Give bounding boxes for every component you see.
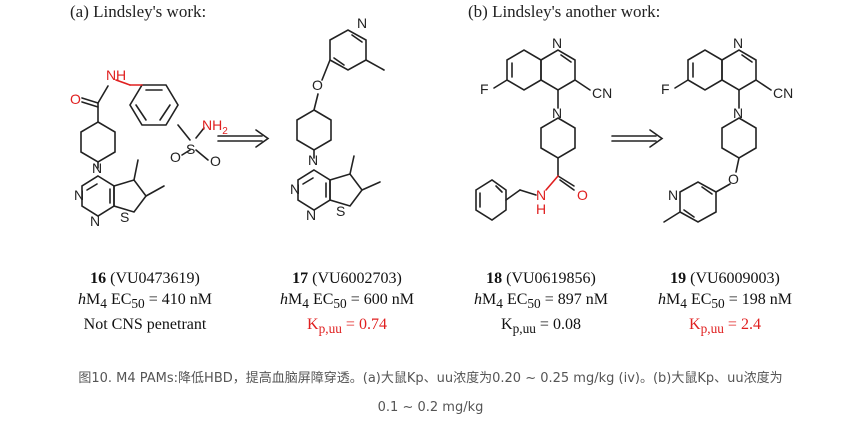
atom-pip-n-19: N (733, 105, 743, 121)
atom-f-19: F (661, 81, 670, 97)
panel-b-title: (b) Lindsley's another work: (468, 2, 661, 21)
structure-16 (80, 79, 209, 217)
atom-pip-n-17: N (308, 152, 318, 168)
structure-17 (296, 29, 385, 211)
structures-svg: N H O N S O O NH2 N N S O N N N N S F CN… (70, 15, 793, 229)
panel-a-title: (a) Lindsley's work: (70, 2, 207, 21)
atom-pyr-n2-17: N (306, 207, 316, 223)
atom-pyn-19: N (668, 187, 678, 203)
atom-so-2: O (210, 153, 221, 169)
atom-cn-19: CN (773, 85, 793, 101)
compound-17-label: 17 (VU6002703) hM4 EC50 = 600 nM Kp,uu =… (280, 270, 414, 337)
atom-n-18: N (536, 187, 546, 203)
figure-caption-line-1: 图10. M4 PAMs:降低HBD，提高血脑屏障穿透。(a)大鼠Kp、uu浓度… (78, 371, 783, 386)
arrow-b (611, 129, 664, 148)
atom-pip-n-16: N (92, 160, 102, 176)
atom-pip-n-18: N (552, 105, 562, 121)
arrow-a (217, 129, 270, 148)
atom-pyr-n1-17: N (290, 181, 300, 197)
atom-qn-18: N (552, 35, 562, 51)
figure-caption-line-2: 0.1 ~ 0.2 mg/kg (377, 400, 484, 415)
atom-pyn-17: N (357, 15, 367, 31)
compound-16-label: 16 (VU0473619) hM4 EC50 = 410 nM Not CNS… (78, 270, 212, 334)
atom-thio-s-16: S (120, 209, 129, 225)
atom-cn-18: CN (592, 85, 612, 101)
atom-so-1: O (170, 149, 181, 165)
atom-h-16: H (116, 67, 126, 83)
atom-f-18: F (480, 81, 489, 97)
atom-o-17: O (312, 77, 323, 93)
atom-thio-s-17: S (336, 203, 345, 219)
atom-o-16: O (70, 91, 81, 107)
atom-pyr-n2-16: N (90, 213, 100, 229)
atom-nh2-16: NH2 (202, 117, 228, 137)
atom-o-19: O (728, 171, 739, 187)
atom-pyr-n1-16: N (74, 187, 84, 203)
structure-19 (663, 49, 772, 223)
atom-h-18: H (536, 201, 546, 217)
figure: (a) Lindsley's work: (b) Lindsley's anot… (70, 2, 793, 337)
compound-18-label: 18 (VU0619856) hM4 EC50 = 897 nM Kp,uu =… (474, 270, 608, 337)
compound-19-label: 19 (VU6009003) hM4 EC50 = 198 nM Kp,uu =… (658, 270, 792, 337)
structure-18 (475, 49, 591, 221)
atom-s-16: S (186, 141, 195, 157)
atom-qn-19: N (733, 35, 743, 51)
atom-n-16: N (106, 67, 116, 83)
atom-o-18: O (577, 187, 588, 203)
